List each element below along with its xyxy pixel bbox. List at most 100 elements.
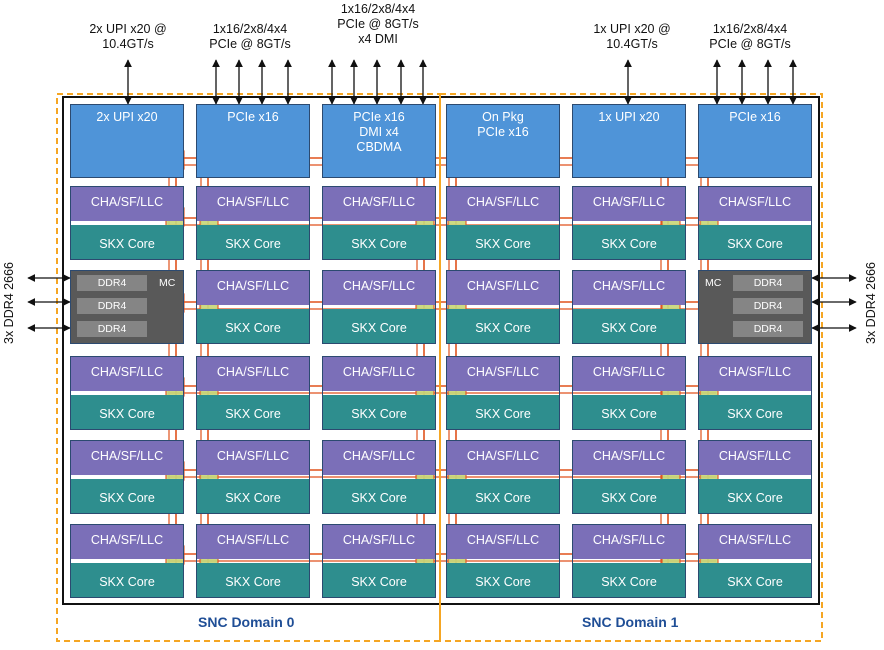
side-label-right: 3x DDR4 2666	[864, 262, 878, 344]
top-interface-label: 2x UPI x20 @10.4GT/s	[89, 22, 167, 51]
cha-sf-llc-label: CHA/SF/LLC	[71, 441, 183, 475]
skx-core-label: SKX Core	[71, 563, 183, 597]
cha-sf-llc-label: CHA/SF/LLC	[447, 441, 559, 475]
core-tile: CHA/SF/LLC SKX Core	[446, 440, 560, 514]
core-tile: CHA/SF/LLC SKX Core	[698, 440, 812, 514]
core-tile: CHA/SF/LLC SKX Core	[70, 440, 184, 514]
ddr4-channel: DDR4	[77, 275, 147, 291]
skx-core-label: SKX Core	[197, 479, 309, 513]
cha-sf-llc-label: CHA/SF/LLC	[699, 357, 811, 391]
ddr4-channel: DDR4	[77, 321, 147, 337]
core-tile: CHA/SF/LLC SKX Core	[446, 270, 560, 344]
snc-domain-1-label: SNC Domain 1	[582, 614, 679, 630]
skx-core-label: SKX Core	[573, 309, 685, 343]
core-tile: CHA/SF/LLC SKX Core	[572, 440, 686, 514]
core-tile: CHA/SF/LLC SKX Core	[322, 270, 436, 344]
cha-sf-llc-label: CHA/SF/LLC	[71, 187, 183, 221]
skx-core-label: SKX Core	[699, 563, 811, 597]
cha-sf-llc-label: CHA/SF/LLC	[323, 525, 435, 559]
cha-sf-llc-label: CHA/SF/LLC	[699, 525, 811, 559]
skx-core-label: SKX Core	[197, 563, 309, 597]
cha-sf-llc-label: CHA/SF/LLC	[447, 525, 559, 559]
ddr4-channel: DDR4	[733, 321, 803, 337]
cha-sf-llc-label: CHA/SF/LLC	[197, 357, 309, 391]
ddr4-channel: DDR4	[733, 275, 803, 291]
skx-core-label: SKX Core	[447, 225, 559, 259]
core-tile: CHA/SF/LLC SKX Core	[322, 440, 436, 514]
cha-sf-llc-label: CHA/SF/LLC	[323, 357, 435, 391]
side-label-left: 3x DDR4 2666	[2, 262, 16, 344]
cha-sf-llc-label: CHA/SF/LLC	[323, 271, 435, 305]
skx-core-label: SKX Core	[447, 395, 559, 429]
core-tile: CHA/SF/LLC SKX Core	[196, 270, 310, 344]
ddr4-channel: DDR4	[77, 298, 147, 314]
skx-core-label: SKX Core	[699, 479, 811, 513]
skx-core-label: SKX Core	[573, 479, 685, 513]
cha-sf-llc-label: CHA/SF/LLC	[447, 187, 559, 221]
ddr4-channel: DDR4	[733, 298, 803, 314]
cha-sf-llc-label: CHA/SF/LLC	[323, 441, 435, 475]
core-tile: CHA/SF/LLC SKX Core	[698, 524, 812, 598]
cha-sf-llc-label: CHA/SF/LLC	[197, 271, 309, 305]
core-tile: CHA/SF/LLC SKX Core	[322, 524, 436, 598]
core-tile: CHA/SF/LLC SKX Core	[572, 270, 686, 344]
skx-core-label: SKX Core	[323, 309, 435, 343]
skx-core-label: SKX Core	[197, 225, 309, 259]
io-tile-label: 2x UPI x20	[96, 110, 158, 124]
cha-sf-llc-label: CHA/SF/LLC	[323, 187, 435, 221]
mc-label: MC	[159, 277, 176, 289]
skx-core-label: SKX Core	[573, 563, 685, 597]
skx-core-label: SKX Core	[447, 479, 559, 513]
io-tile-label: PCIe x16	[227, 110, 279, 124]
cha-sf-llc-label: CHA/SF/LLC	[447, 271, 559, 305]
cha-sf-llc-label: CHA/SF/LLC	[197, 187, 309, 221]
snc-domain-0-border	[56, 93, 441, 642]
skx-core-label: SKX Core	[71, 479, 183, 513]
core-tile: CHA/SF/LLC SKX Core	[446, 186, 560, 260]
io-tile-0: 2x UPI x20	[70, 104, 184, 178]
skx-core-label: SKX Core	[323, 479, 435, 513]
core-tile: CHA/SF/LLC SKX Core	[70, 356, 184, 430]
core-tile: CHA/SF/LLC SKX Core	[196, 186, 310, 260]
cha-sf-llc-label: CHA/SF/LLC	[699, 441, 811, 475]
skx-core-label: SKX Core	[323, 563, 435, 597]
skx-core-label: SKX Core	[573, 225, 685, 259]
skx-core-label: SKX Core	[573, 395, 685, 429]
cha-sf-llc-label: CHA/SF/LLC	[71, 357, 183, 391]
cha-sf-llc-label: CHA/SF/LLC	[573, 187, 685, 221]
core-tile: CHA/SF/LLC SKX Core	[446, 524, 560, 598]
skx-core-label: SKX Core	[197, 309, 309, 343]
cha-sf-llc-label: CHA/SF/LLC	[573, 271, 685, 305]
skx-core-label: SKX Core	[447, 563, 559, 597]
snc-domain-0-label: SNC Domain 0	[198, 614, 295, 630]
core-tile: CHA/SF/LLC SKX Core	[572, 186, 686, 260]
io-tile-label: PCIe x16	[729, 110, 781, 124]
skx-core-label: SKX Core	[447, 309, 559, 343]
skx-core-label: SKX Core	[71, 395, 183, 429]
cha-sf-llc-label: CHA/SF/LLC	[573, 357, 685, 391]
cha-sf-llc-label: CHA/SF/LLC	[71, 525, 183, 559]
core-tile: CHA/SF/LLC SKX Core	[70, 524, 184, 598]
cha-sf-llc-label: CHA/SF/LLC	[699, 187, 811, 221]
core-tile: CHA/SF/LLC SKX Core	[698, 356, 812, 430]
skx-core-label: SKX Core	[699, 225, 811, 259]
core-tile: CHA/SF/LLC SKX Core	[698, 186, 812, 260]
io-tile-1: PCIe x16	[196, 104, 310, 178]
cha-sf-llc-label: CHA/SF/LLC	[573, 441, 685, 475]
skx-core-label: SKX Core	[699, 395, 811, 429]
